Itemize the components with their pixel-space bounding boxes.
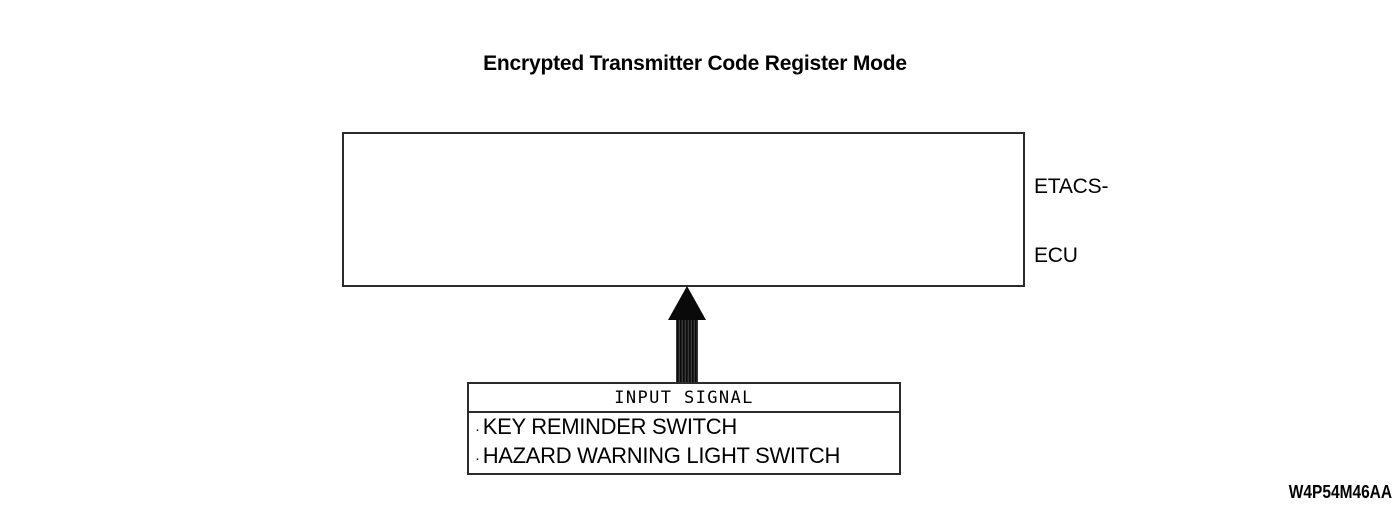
ecu-box xyxy=(342,132,1025,287)
ecu-label: ETACS- ECU xyxy=(1034,129,1108,313)
ecu-label-line-1: ETACS- xyxy=(1034,175,1109,198)
list-item: · HAZARD WARNING LIGHT SWITCH xyxy=(475,443,899,472)
list-item-label: KEY REMINDER SWITCH xyxy=(482,414,738,439)
input-signal-header-label: INPUT SIGNAL xyxy=(614,387,754,408)
list-item: · KEY REMINDER SWITCH xyxy=(475,414,899,443)
input-signal-box: INPUT SIGNAL · KEY REMINDER SWITCH · HAZ… xyxy=(467,382,901,475)
bullet-icon: · xyxy=(475,421,480,438)
page-title: Encrypted Transmitter Code Register Mode xyxy=(483,52,907,75)
figure-code: W4P54M46AA xyxy=(1288,482,1392,502)
bullet-icon: · xyxy=(475,450,480,467)
ecu-label-line-2: ECU xyxy=(1034,244,1078,267)
list-item-label: HAZARD WARNING LIGHT SWITCH xyxy=(482,443,841,468)
input-signal-header: INPUT SIGNAL xyxy=(469,384,899,413)
signal-flow-arrow-up xyxy=(666,286,708,384)
arrow-up-icon xyxy=(668,286,706,384)
input-signal-list: · KEY REMINDER SWITCH · HAZARD WARNING L… xyxy=(469,413,899,472)
